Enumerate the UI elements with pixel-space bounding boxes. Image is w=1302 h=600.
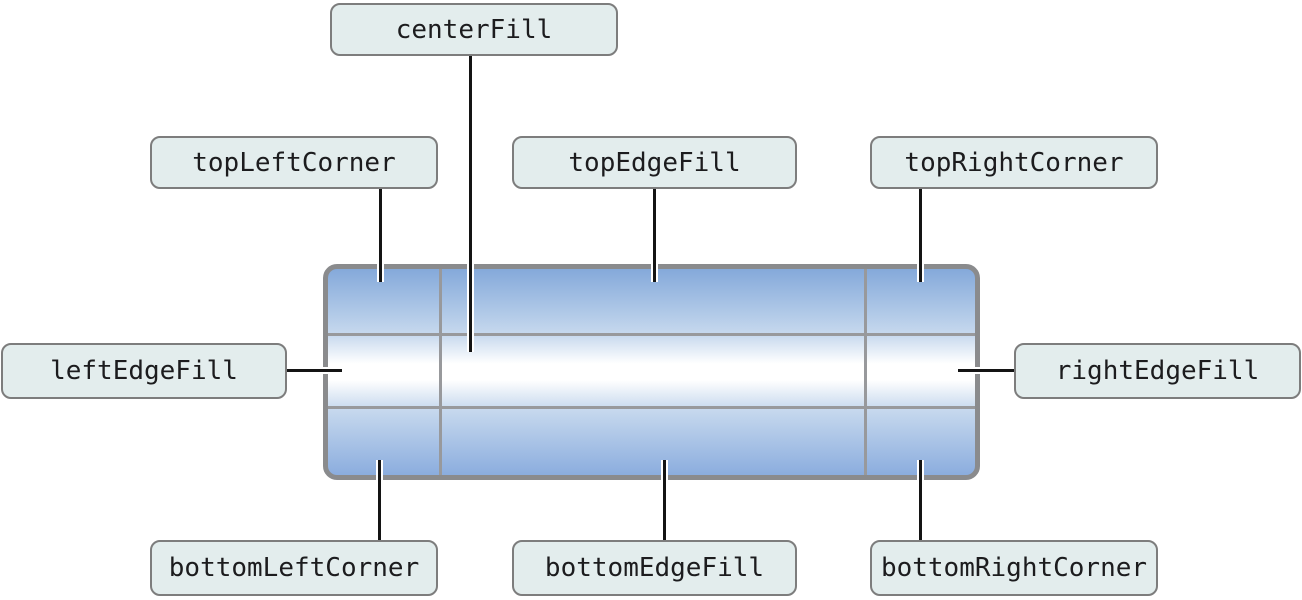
callout-line-topLeftCorner (377, 188, 384, 282)
label-leftEdgeFill: leftEdgeFill (1, 343, 287, 399)
label-topRightCorner: topRightCorner (870, 136, 1158, 189)
label-bottomEdgeFill: bottomEdgeFill (512, 540, 797, 596)
callout-line-bottomEdgeFill (661, 460, 668, 541)
slice-guide-horizontal-bottom (328, 406, 975, 409)
slice-guide-vertical-right (864, 269, 867, 475)
callout-line-centerFill (467, 55, 474, 352)
callout-line-bottomLeftCorner (376, 460, 383, 541)
slice-guide-vertical-left (439, 269, 442, 475)
nine-part-image (323, 264, 980, 480)
label-topLeftCorner: topLeftCorner (150, 136, 438, 189)
callout-line-bottomRightCorner (917, 460, 924, 541)
label-bottomLeftCorner: bottomLeftCorner (150, 540, 438, 596)
label-rightEdgeFill: rightEdgeFill (1014, 343, 1301, 399)
slice-guide-horizontal-top (328, 333, 975, 336)
callout-line-rightEdgeFill (958, 367, 1015, 374)
callout-line-topRightCorner (917, 188, 924, 282)
label-topEdgeFill: topEdgeFill (512, 136, 797, 189)
label-centerFill: centerFill (330, 3, 618, 56)
callout-line-leftEdgeFill (286, 367, 342, 374)
callout-line-topEdgeFill (651, 188, 658, 282)
label-bottomRightCorner: bottomRightCorner (870, 540, 1158, 596)
